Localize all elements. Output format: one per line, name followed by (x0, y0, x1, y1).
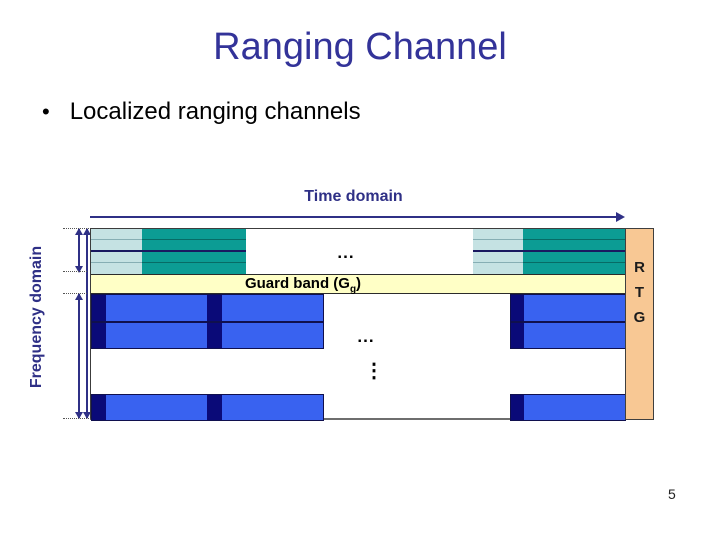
guard-band-label: Guard band (Gg) (91, 275, 515, 299)
leader-line-top (63, 228, 91, 229)
freq-dimension-arrow-full (83, 228, 91, 419)
rtg-letter-g: G (633, 309, 646, 326)
blue-segment (106, 295, 207, 321)
row-divider (92, 321, 323, 323)
time-domain-label: Time domain (304, 188, 403, 205)
page-number: 5 (668, 486, 676, 502)
blue-segment (222, 295, 323, 321)
ellipsis-top: ... (337, 243, 355, 262)
navy-segment (207, 323, 222, 348)
bullet-item: • Localized ranging channels (42, 98, 361, 126)
ellipsis-vertical: ⋮ (364, 360, 384, 382)
leader-line-bottom (63, 418, 91, 419)
navy-segment (207, 395, 222, 420)
freq-dimension-arrow-ranging-section (75, 228, 83, 273)
data-row (92, 295, 323, 321)
blue-segment (524, 323, 625, 348)
bullet-marker: • (42, 99, 50, 124)
data-row (511, 395, 625, 420)
ranging-cell-teal-right (523, 229, 626, 274)
rtg-bar: R T G (625, 228, 654, 420)
row-divider (511, 321, 625, 323)
navy-segment (511, 295, 524, 321)
rtg-letter-r: R (634, 259, 645, 276)
blue-segment (106, 323, 207, 348)
data-row-bottom-right (510, 394, 626, 421)
ranging-cell-light-left (91, 229, 142, 274)
guard-band-label-main: Guard band (G (244, 275, 350, 292)
navy-segment (207, 295, 222, 321)
blue-segment (106, 395, 207, 420)
blue-segment (524, 395, 625, 420)
plot-area: ... Guard band (Gg) (90, 228, 626, 421)
ranging-cell-light-right (473, 229, 523, 274)
blue-segment (524, 295, 625, 321)
navy-segment (92, 395, 106, 420)
rtg-letter-t: T (634, 284, 645, 301)
navy-segment (511, 395, 524, 420)
data-row-bottom-left (91, 394, 324, 421)
page-title: Ranging Channel (213, 26, 507, 68)
ellipsis-mid: ... (357, 327, 375, 346)
navy-segment (92, 323, 106, 348)
data-row (511, 323, 625, 348)
frequency-domain-label: Frequency domain (28, 245, 45, 389)
guard-band-label-suffix: ) (356, 275, 362, 292)
data-row-pair-left (91, 294, 324, 349)
data-row (92, 395, 323, 420)
blue-segment (222, 395, 323, 420)
freq-dimension-arrow-data-section (75, 293, 83, 419)
blue-segment (222, 323, 323, 348)
guard-band-label-subscript: g (349, 284, 357, 295)
guard-band: Guard band (Gg) (91, 274, 626, 295)
data-row-pair-right (510, 294, 626, 349)
data-row (511, 295, 625, 321)
data-row (92, 323, 323, 348)
time-axis-arrow (90, 212, 625, 222)
leader-line-ranging-bottom (63, 271, 87, 272)
bullet-text: Localized ranging channels (69, 98, 361, 125)
ranging-cell-teal-left (142, 229, 246, 274)
navy-segment (511, 323, 524, 348)
leader-line-data-top (63, 293, 87, 294)
navy-segment (92, 295, 106, 321)
